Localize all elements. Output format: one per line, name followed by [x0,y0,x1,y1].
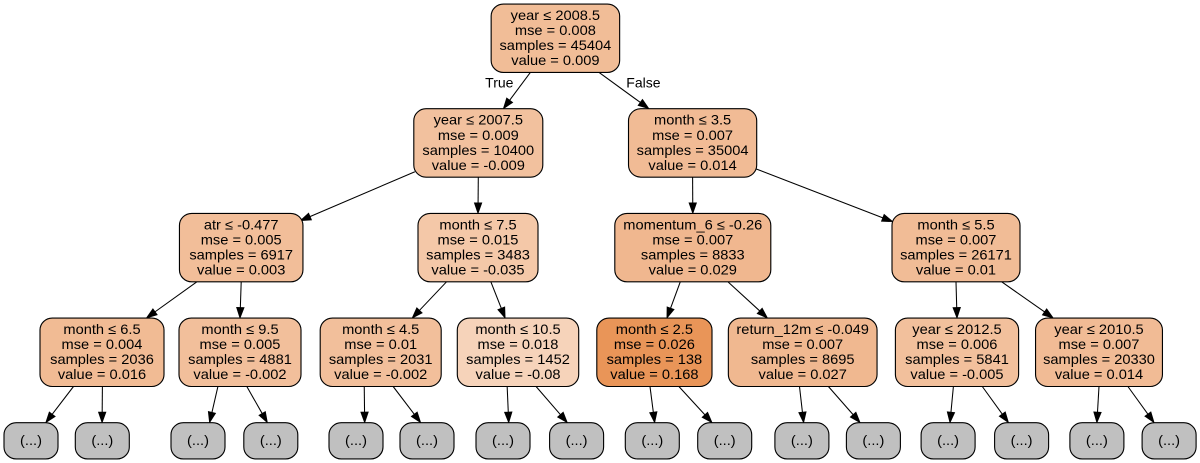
svg-text:(...): (...) [1158,432,1180,448]
svg-text:mse = 0.005: mse = 0.005 [200,336,281,352]
svg-text:mse = 0.007: mse = 0.007 [1059,336,1140,352]
svg-text:(...): (...) [1011,432,1033,448]
svg-text:value = -0.009: value = -0.009 [432,157,525,173]
svg-text:samples = 138: samples = 138 [607,351,703,367]
svg-text:mse = 0.007: mse = 0.007 [916,231,997,247]
svg-text:(...): (...) [91,432,113,448]
svg-text:(...): (...) [260,432,282,448]
svg-text:(...): (...) [187,432,209,448]
svg-text:(...): (...) [791,432,813,448]
svg-text:month ≤ 9.5: month ≤ 9.5 [201,321,278,337]
svg-text:value = 0.029: value = 0.029 [649,262,738,278]
svg-text:value = -0.035: value = -0.035 [431,262,524,278]
svg-text:mse = 0.007: mse = 0.007 [652,231,733,247]
svg-text:month ≤ 6.5: month ≤ 6.5 [63,321,140,337]
svg-text:value = -0.002: value = -0.002 [193,366,286,382]
svg-text:(...): (...) [937,432,959,448]
svg-text:(...): (...) [1086,432,1108,448]
svg-text:mse = 0.015: mse = 0.015 [438,231,519,247]
svg-text:False: False [626,74,660,90]
svg-text:atr ≤ -0.477: atr ≤ -0.477 [204,216,279,232]
svg-text:mse = 0.007: mse = 0.007 [762,336,843,352]
svg-text:samples = 2031: samples = 2031 [329,351,433,367]
svg-text:mse = 0.006: mse = 0.006 [917,336,998,352]
svg-text:year ≤ 2008.5: year ≤ 2008.5 [511,7,601,23]
svg-text:value = 0.014: value = 0.014 [1055,366,1144,382]
svg-text:value = 0.016: value = 0.016 [58,366,147,382]
svg-text:(...): (...) [566,432,588,448]
svg-text:True: True [485,74,513,90]
svg-text:samples = 6917: samples = 6917 [189,246,293,262]
svg-text:mse = 0.008: mse = 0.008 [515,22,596,38]
svg-text:(...): (...) [862,432,884,448]
svg-text:mse = 0.018: mse = 0.018 [478,336,559,352]
svg-text:value = 0.027: value = 0.027 [759,366,848,382]
svg-text:value = -0.005: value = -0.005 [910,366,1003,382]
svg-text:mse = 0.007: mse = 0.007 [652,127,733,143]
svg-text:samples = 5841: samples = 5841 [905,351,1009,367]
svg-text:(...): (...) [492,432,514,448]
svg-text:samples = 1452: samples = 1452 [466,351,570,367]
svg-text:year ≤ 2010.5: year ≤ 2010.5 [1054,321,1144,337]
svg-text:samples = 4881: samples = 4881 [188,351,292,367]
svg-text:samples = 2036: samples = 2036 [50,351,154,367]
svg-text:month ≤ 3.5: month ≤ 3.5 [654,112,731,128]
svg-text:value = 0.003: value = 0.003 [197,262,286,278]
svg-text:return_12m ≤ -0.049: return_12m ≤ -0.049 [736,321,869,337]
svg-text:samples = 3483: samples = 3483 [426,246,530,262]
svg-text:mse = 0.009: mse = 0.009 [438,127,519,143]
svg-text:samples = 8695: samples = 8695 [751,351,855,367]
svg-text:month ≤ 10.5: month ≤ 10.5 [475,321,561,337]
svg-text:value = -0.002: value = -0.002 [334,366,427,382]
svg-text:value = 0.014: value = 0.014 [648,157,737,173]
svg-text:samples = 8833: samples = 8833 [641,246,745,262]
svg-text:month ≤ 5.5: month ≤ 5.5 [917,216,994,232]
svg-text:mse = 0.004: mse = 0.004 [62,336,143,352]
svg-text:momentum_6 ≤ -0.26: momentum_6 ≤ -0.26 [623,216,762,232]
svg-text:samples = 45404: samples = 45404 [500,37,612,53]
svg-text:year ≤ 2007.5: year ≤ 2007.5 [434,112,524,128]
svg-text:value = -0.08: value = -0.08 [476,366,561,382]
svg-text:samples = 20330: samples = 20330 [1043,351,1155,367]
svg-text:samples = 26171: samples = 26171 [900,246,1012,262]
svg-text:(...): (...) [416,432,438,448]
svg-text:month ≤ 2.5: month ≤ 2.5 [616,321,693,337]
svg-text:month ≤ 7.5: month ≤ 7.5 [439,216,516,232]
svg-text:(...): (...) [641,432,663,448]
svg-text:(...): (...) [345,432,367,448]
svg-text:value = 0.168: value = 0.168 [610,366,699,382]
svg-text:month ≤ 4.5: month ≤ 4.5 [342,321,419,337]
svg-text:(...): (...) [714,432,736,448]
svg-text:value = 0.009: value = 0.009 [511,52,600,68]
svg-text:year ≤ 2012.5: year ≤ 2012.5 [912,321,1002,337]
svg-text:(...): (...) [20,432,42,448]
svg-text:mse = 0.01: mse = 0.01 [344,336,417,352]
svg-text:samples = 35004: samples = 35004 [637,142,749,158]
svg-text:mse = 0.026: mse = 0.026 [614,336,695,352]
svg-text:samples = 10400: samples = 10400 [422,142,534,158]
svg-text:value = 0.01: value = 0.01 [916,262,996,278]
svg-text:mse = 0.005: mse = 0.005 [201,231,282,247]
